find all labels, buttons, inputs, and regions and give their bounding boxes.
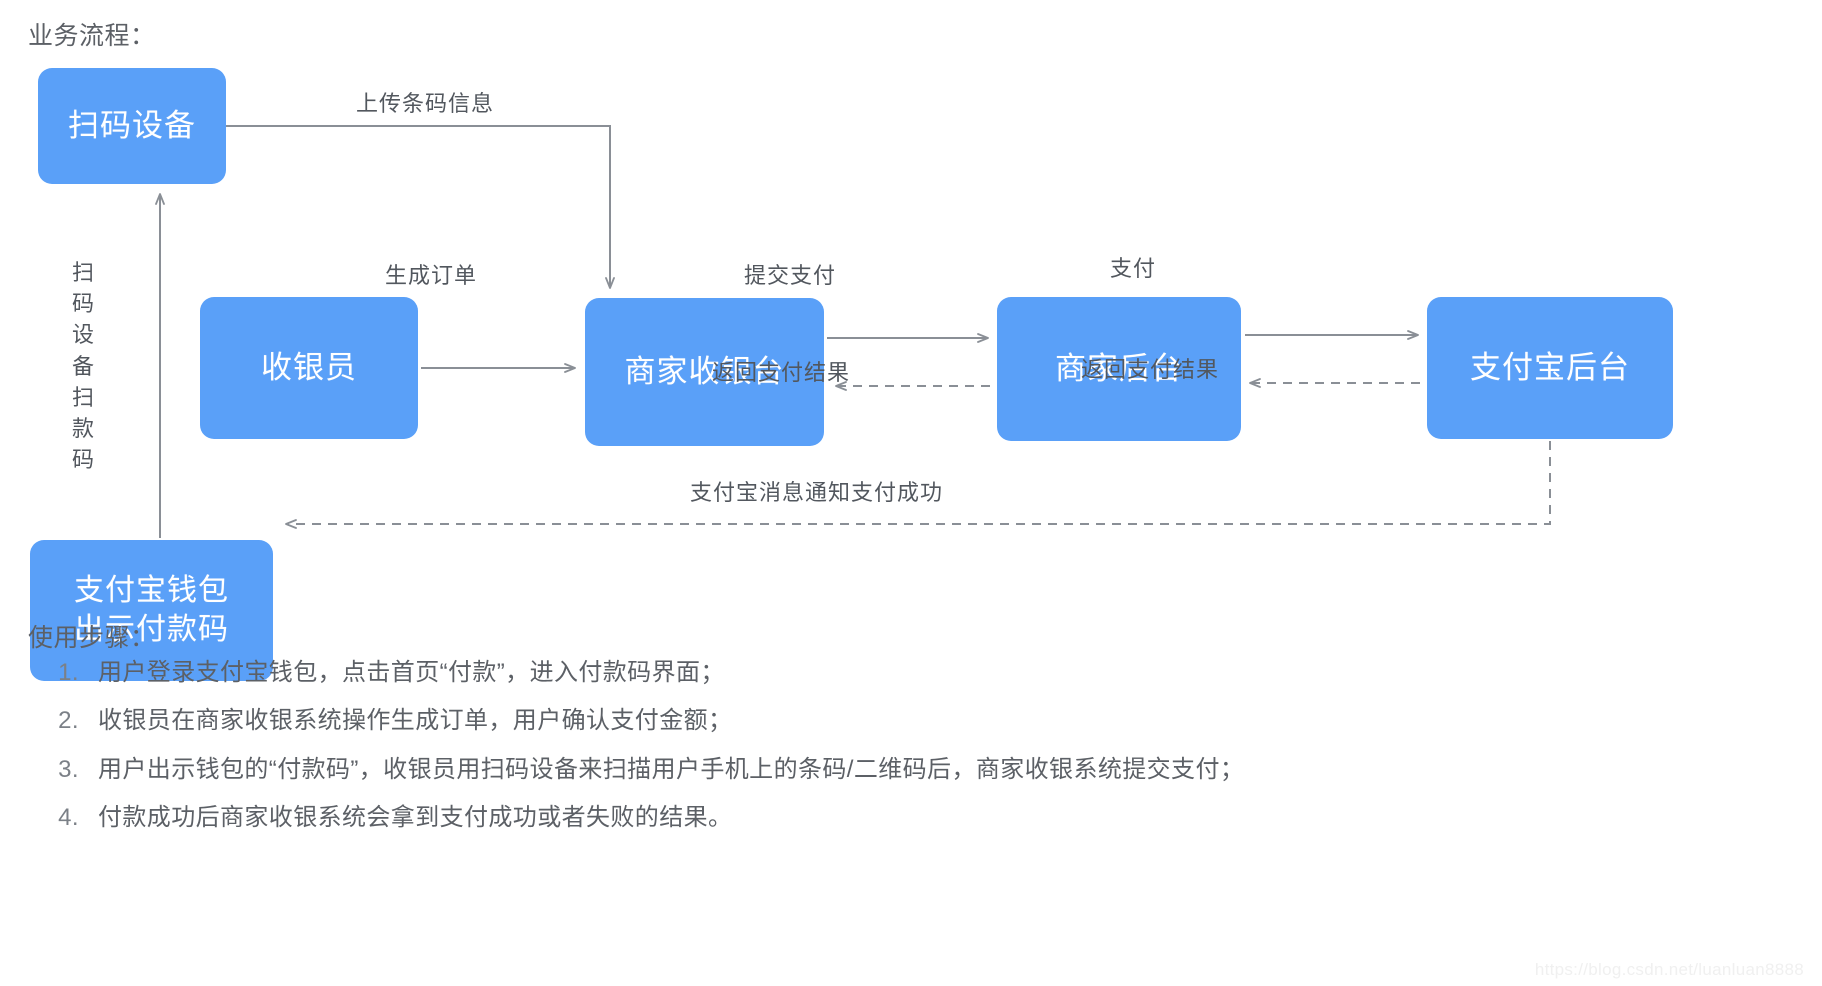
node-alipay-wallet-label: 支付宝钱包 出示付款码 [74, 574, 229, 646]
edge-label-submit-pay: 提交支付 [744, 263, 837, 288]
node-scanner[interactable]: 扫码设备 [38, 68, 226, 184]
node-alipay-backend-label: 支付宝后台 [1470, 350, 1630, 386]
node-alipay-wallet[interactable]: 支付宝钱包 出示付款码 [30, 540, 273, 681]
edge-notify-success [285, 441, 1551, 529]
business-flow-heading: 业务流程： [28, 22, 156, 50]
node-merchant-pos-label: 商家收银台 [624, 354, 785, 390]
edge-label-return-result-merchant: 返回支付结果 [712, 360, 851, 385]
list-item: 用户出示钱包的“付款码”，收银员用扫码设备来扫描用户手机上的条码/二维码后，商家… [86, 756, 1244, 783]
usage-steps-heading: 使用步骤： [28, 624, 156, 652]
node-merchant-backend[interactable]: 商家后台 [997, 297, 1241, 441]
list-item: 用户登录支付宝钱包，点击首页“付款”，进入付款码界面； [86, 659, 1244, 686]
edge-label-notify-success: 支付宝消息通知支付成功 [690, 480, 944, 505]
usage-steps-list: 用户登录支付宝钱包，点击首页“付款”，进入付款码界面； 收银员在商家收银系统操作… [28, 659, 1244, 854]
node-merchant-backend-label: 商家后台 [1055, 351, 1183, 387]
diagram-connectors [155, 125, 1551, 538]
node-merchant-pos[interactable]: 商家收银台 [585, 298, 824, 446]
edge-label-scan-pay-code: 扫码设备扫款码 [71, 260, 94, 473]
node-cashier-label: 收银员 [261, 350, 357, 386]
list-item: 付款成功后商家收银系统会拿到支付成功或者失败的结果。 [86, 804, 1244, 831]
watermark-url: https://blog.csdn.net/luanluan8888 [1534, 960, 1804, 979]
edge-upload-barcode [226, 125, 615, 289]
edge-label-return-result-alipay: 返回支付结果 [1081, 357, 1220, 382]
list-item: 收银员在商家收银系统操作生成订单，用户确认支付金额； [86, 707, 1244, 734]
node-cashier[interactable]: 收银员 [200, 297, 418, 439]
node-scanner-label: 扫码设备 [68, 108, 196, 144]
node-alipay-backend[interactable]: 支付宝后台 [1427, 297, 1673, 439]
edge-label-upload-barcode: 上传条码信息 [356, 91, 495, 116]
edge-label-pay: 支付 [1110, 256, 1157, 281]
edge-label-create-order: 生成订单 [385, 263, 478, 288]
business-flow-diagram: 扫码设备 收银员 商家收银台 商家后台 支付宝后台 支付宝钱包 出示付款码 上传… [30, 68, 1673, 681]
